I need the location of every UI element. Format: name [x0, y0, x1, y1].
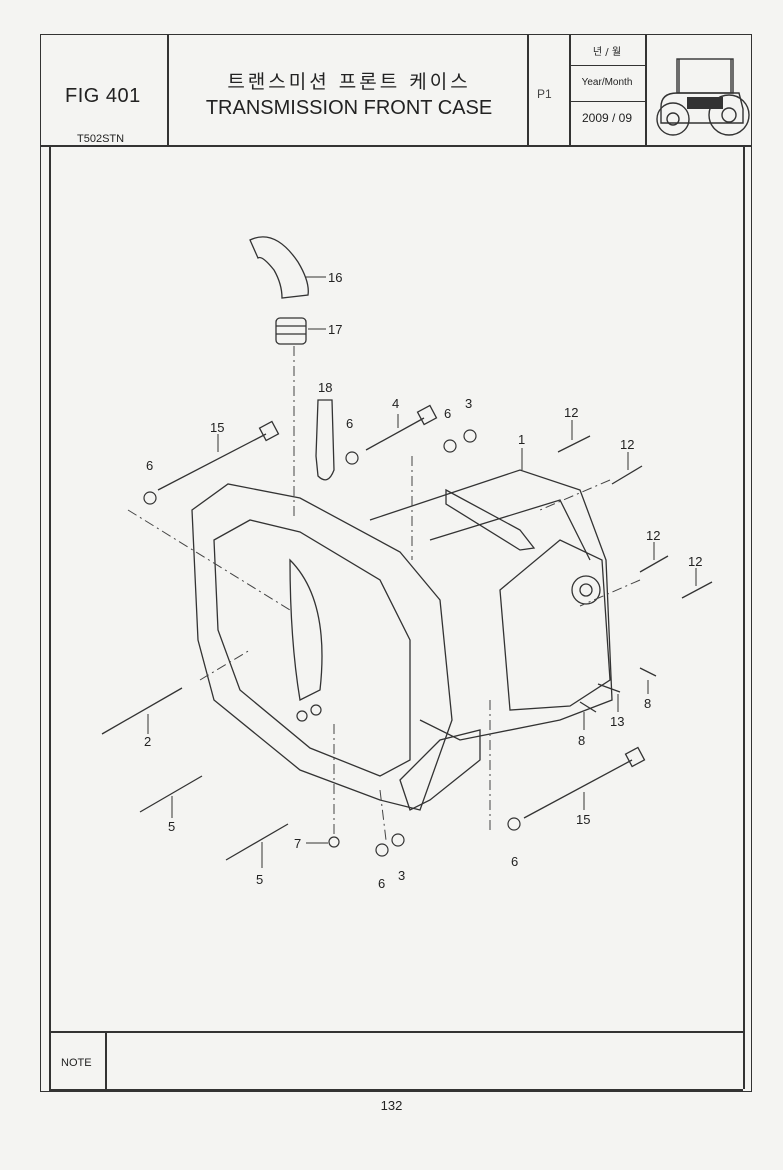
- callout-3: 3: [465, 396, 472, 411]
- callout-12: 12: [688, 554, 702, 586]
- svg-text:16: 16: [328, 270, 342, 285]
- callout-8: 8: [644, 680, 651, 711]
- svg-text:8: 8: [644, 696, 651, 711]
- inner-right-line: [743, 145, 745, 1031]
- callout-15: 15: [210, 420, 224, 452]
- callout-17: 17: [308, 322, 342, 337]
- note-bottom-line: [49, 1089, 743, 1091]
- svg-text:6: 6: [378, 876, 385, 891]
- header-divider: [645, 35, 647, 145]
- callout-12: 12: [620, 437, 634, 470]
- svg-text:18: 18: [318, 380, 332, 395]
- svg-text:3: 3: [398, 868, 405, 883]
- callout-6: 6: [146, 458, 153, 473]
- callout-2: 2: [144, 714, 151, 749]
- svg-text:7: 7: [294, 836, 301, 851]
- svg-text:5: 5: [256, 872, 263, 887]
- year-month-label: Year/Month: [581, 77, 633, 88]
- svg-text:6: 6: [444, 406, 451, 421]
- header-divider: [569, 35, 571, 145]
- header-divider: [527, 35, 529, 145]
- assembly-guide-lines: [127, 346, 641, 841]
- note-left-line: [49, 1031, 51, 1089]
- washers-and-nuts: [143, 429, 521, 857]
- transmission-case-drawing: [191, 236, 613, 811]
- model-code: T502STN: [77, 133, 125, 145]
- svg-text:6: 6: [146, 458, 153, 473]
- note-label: NOTE: [61, 1057, 92, 1069]
- svg-text:12: 12: [620, 437, 634, 452]
- header-cell-line: [569, 101, 645, 102]
- callout-12: 12: [646, 528, 660, 560]
- callout-6: 6: [346, 416, 353, 431]
- svg-text:12: 12: [646, 528, 660, 543]
- page-number: 132: [380, 1098, 403, 1113]
- svg-text:17: 17: [328, 322, 342, 337]
- svg-text:3: 3: [465, 396, 472, 411]
- callout-3: 3: [398, 868, 405, 883]
- svg-text:15: 15: [576, 812, 590, 827]
- svg-text:5: 5: [168, 819, 175, 834]
- header-bottom-line: [41, 145, 751, 147]
- title-english: TRANSMISSION FRONT CASE: [205, 97, 493, 119]
- callout-5: 5: [168, 796, 175, 834]
- drawing-sheet: FIG 401 T502STN 트랜스미션 프론트 케이스 TRANSMISSI…: [40, 34, 752, 1092]
- svg-text:1: 1: [518, 432, 525, 447]
- callout-8: 8: [578, 712, 585, 748]
- svg-text:15: 15: [210, 420, 224, 435]
- note-top-line: [49, 1031, 743, 1033]
- note-right-line: [743, 1031, 745, 1089]
- callout-13: 13: [610, 694, 624, 729]
- svg-text:12: 12: [688, 554, 702, 569]
- inner-left-line: [49, 145, 51, 1031]
- page-code: P1: [537, 87, 552, 101]
- svg-text:6: 6: [511, 854, 518, 869]
- title-korean: 트랜스미션 프론트 케이스: [227, 71, 471, 93]
- header-divider: [167, 35, 169, 145]
- callout-4: 4: [392, 396, 399, 428]
- callout-5: 5: [256, 842, 263, 887]
- fig-number: FIG 401: [65, 85, 141, 107]
- svg-text:8: 8: [578, 733, 585, 748]
- callout-18: 18: [318, 380, 332, 395]
- callout-7: 7: [294, 836, 328, 851]
- callout-16: 16: [306, 270, 342, 285]
- callout-15: 15: [576, 792, 590, 827]
- callout-6: 6: [378, 876, 385, 891]
- svg-text:6: 6: [346, 416, 353, 431]
- year-month-value: 2009 / 09: [581, 111, 633, 125]
- svg-text:4: 4: [392, 396, 399, 411]
- svg-text:13: 13: [610, 714, 624, 729]
- note-divider: [105, 1031, 107, 1089]
- year-month-korean: 년 / 월: [592, 47, 622, 58]
- part-callouts: 16 17 18 4 6 3 15 6 6 1 12 12 12 12 2 5 …: [144, 270, 702, 891]
- tractor-icon: [656, 58, 750, 136]
- bolts-and-studs: [101, 404, 713, 861]
- svg-text:12: 12: [564, 405, 578, 420]
- callout-6: 6: [444, 406, 451, 421]
- callout-12: 12: [564, 405, 578, 440]
- callout-1: 1: [518, 432, 525, 470]
- callout-6: 6: [511, 854, 518, 869]
- header-cell-line: [569, 65, 645, 66]
- svg-text:2: 2: [144, 734, 151, 749]
